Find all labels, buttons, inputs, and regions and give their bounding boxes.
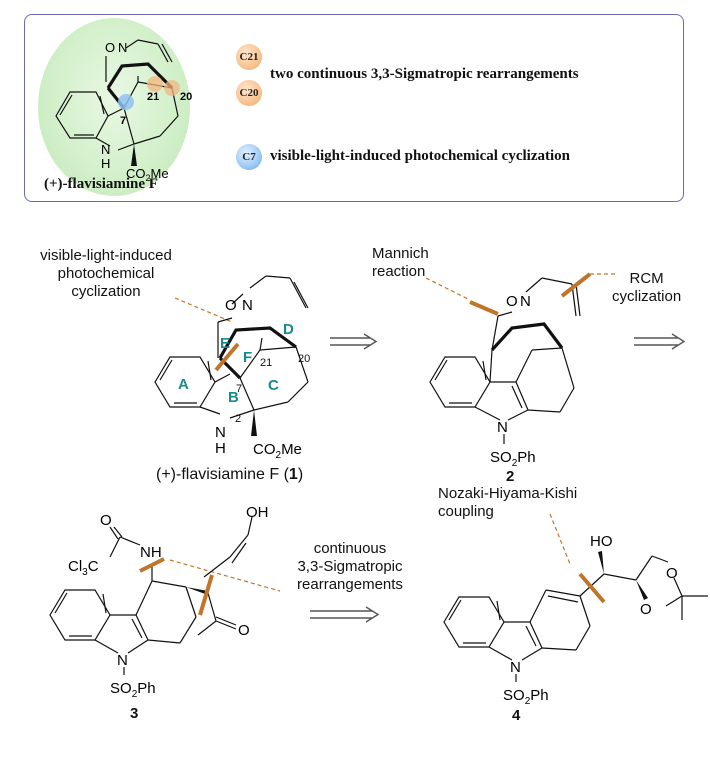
c21-highlight (147, 76, 163, 92)
ring-label-d: D (283, 321, 294, 338)
retrosynthetic-arrow-3 (310, 606, 380, 623)
compound-1-name: (+)-flavisiamine F (1) (156, 466, 303, 484)
compound-1-number: 1 (288, 466, 298, 483)
atom-label-21: 21 (147, 91, 159, 103)
nh-h-label: H (215, 440, 226, 457)
annotation-line: cyclization (71, 283, 141, 300)
annotation-sigmatropic-rearrangements: continuous 3,3-Sigmatropic rearrangement… (280, 540, 420, 594)
annotation-leader-line (549, 513, 571, 565)
compound-4-structure: HO O O N SO2Ph (443, 513, 708, 707)
nh-label: NH (140, 544, 162, 561)
atom-label-20: 20 (180, 91, 192, 103)
annotation-line: continuous (313, 540, 387, 557)
compound-3-structure: O Cl3C NH OH O N SO2Ph (49, 505, 281, 700)
indole-n-label: N (510, 659, 521, 676)
indole-n-label: N (497, 419, 508, 436)
badge-c20: C20 (236, 80, 262, 106)
annotation-rcm-cyclization: RCM cyclization (612, 270, 681, 306)
annotation-line: RCM (629, 270, 664, 287)
compound-1-structure: O N N H CO2Me A B C D E F 2 7 20 21 (154, 275, 310, 461)
ring-label-b: B (228, 389, 239, 406)
compound-2-structure: O N N SO2Ph (425, 272, 616, 469)
ho-label: HO (590, 533, 613, 550)
annotation-mannich-reaction: Mannich reaction (372, 245, 429, 281)
retrosynthetic-arrow-1 (330, 333, 378, 350)
annotation-leader-line (425, 277, 471, 301)
disconnection-mark-quaternary (198, 574, 214, 616)
photochemical-description: visible-light-induced photochemical cycl… (270, 148, 570, 164)
badge-c21: C21 (236, 44, 262, 70)
compound-2-number: 2 (506, 468, 515, 485)
nh-n-label: N (101, 142, 110, 157)
atom-label-7: 7 (120, 115, 126, 127)
c7-highlight (118, 94, 134, 110)
ring-label-e: E (220, 335, 230, 352)
indole-n-label: N (117, 652, 128, 669)
annotation-line: Nozaki-Hiyama-Kishi (438, 485, 578, 502)
carbonyl-o-label: O (506, 293, 518, 310)
nh-h-label: H (101, 156, 110, 171)
annotation-nhk-coupling: Nozaki-Hiyama-Kishi coupling (438, 485, 577, 521)
disconnection-mark-nhk (578, 572, 606, 604)
flavisiamine-structure-summary: O N 21 20 7 N H CO2Me (55, 39, 192, 183)
ester-label: CO2Me (253, 441, 302, 461)
atom-label-7: 7 (236, 383, 242, 395)
amine-n-label: N (520, 293, 531, 310)
protecting-group-label: SO2Ph (110, 680, 156, 700)
disconnection-mark-rcm (560, 272, 592, 298)
c20-highlight (164, 80, 180, 96)
compound-4-number: 4 (512, 707, 521, 724)
protecting-group-label: SO2Ph (503, 687, 549, 707)
amide-o-label: O (100, 512, 112, 529)
ring-label-c: C (268, 377, 279, 394)
annotation-leader-line (174, 297, 233, 323)
annotation-line: coupling (438, 503, 494, 520)
annotation-leader-line (169, 559, 281, 592)
amine-n-label: N (242, 297, 253, 314)
annotation-line: cyclization (612, 288, 682, 305)
ring-label-a: A (178, 376, 189, 393)
compound-1-name-prefix: (+)-flavisiamine F ( (156, 466, 289, 483)
ring-label-f: F (243, 349, 252, 366)
retrosynthetic-arrow-2 (634, 333, 686, 350)
carbonyl-o-label: O (225, 297, 237, 314)
disconnection-mark-nh (139, 557, 165, 573)
cl3c-label: Cl3C (68, 558, 99, 578)
annotation-line: photochemical (57, 265, 155, 282)
disconnection-mark-mannich (469, 300, 499, 316)
oh-label: OH (246, 505, 269, 521)
annotation-line: 3,3-Sigmatropic (297, 558, 403, 575)
amine-n-label: N (118, 40, 127, 55)
summary-molecule-name: (+)-flavisiamine F (44, 176, 158, 192)
annotation-line: Mannich (372, 245, 429, 262)
dioxolane-o1-label: O (666, 565, 678, 582)
annotation-photochemical-cyclization: visible-light-induced photochemical cycl… (16, 247, 196, 301)
compound-1-name-suffix: ) (297, 466, 304, 483)
compound-3-number: 3 (130, 705, 139, 722)
badge-c7: C7 (236, 144, 262, 170)
annotation-line: visible-light-induced (40, 247, 172, 264)
ketone-o-label: O (238, 622, 250, 639)
atom-label-2: 2 (235, 413, 241, 425)
ester-label: CO2Me (126, 166, 169, 183)
dioxolane-o2-label: O (640, 601, 652, 618)
atom-label-21: 21 (260, 357, 272, 369)
protecting-group-label: SO2Ph (490, 449, 536, 469)
carbonyl-o-label: O (105, 40, 115, 55)
nh-n-label: N (215, 424, 226, 441)
disconnection-mark (214, 342, 240, 372)
atom-label-20: 20 (298, 353, 310, 365)
annotation-line: rearrangements (297, 576, 403, 593)
annotation-line: reaction (372, 263, 426, 280)
sigmatropic-description: two continuous 3,3-Sigmatropic rearrange… (270, 66, 579, 82)
